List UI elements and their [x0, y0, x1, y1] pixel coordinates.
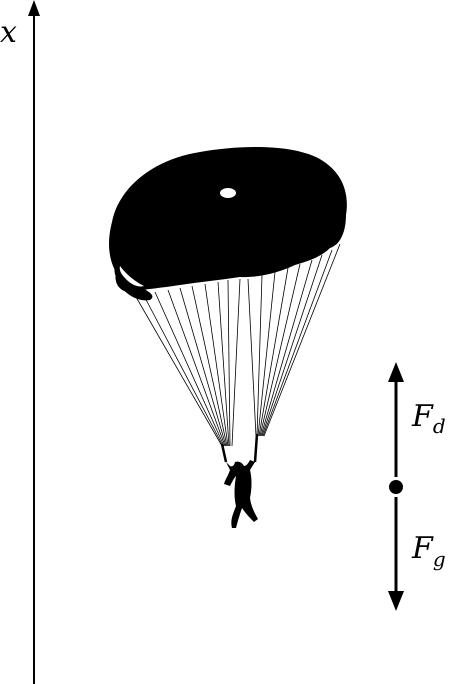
x-axis-label: x: [0, 15, 17, 50]
canopy-rim: [114, 262, 153, 301]
force-vectors: Fd Fg: [388, 362, 446, 611]
x-axis-arrowhead: [28, 0, 40, 16]
parachutist-silhouette-icon: [109, 147, 347, 528]
drag-force-arrowhead: [388, 362, 404, 382]
right-riser: [253, 433, 259, 463]
x-axis: x: [0, 0, 40, 684]
suspension-lines: [131, 243, 341, 447]
drag-force-label: Fd: [411, 399, 446, 438]
gravity-force-label: Fg: [411, 531, 446, 571]
point-mass-dot: [389, 480, 403, 494]
parachute-canopy: [109, 147, 347, 292]
gravity-force-arrow: [388, 497, 404, 611]
canopy-vent: [220, 188, 236, 198]
drag-force-arrow: [388, 362, 404, 477]
left-riser: [220, 443, 228, 463]
canopy-rim-highlight: [119, 266, 144, 287]
gravity-force-arrowhead: [388, 591, 404, 611]
jumper-body: [224, 460, 258, 528]
